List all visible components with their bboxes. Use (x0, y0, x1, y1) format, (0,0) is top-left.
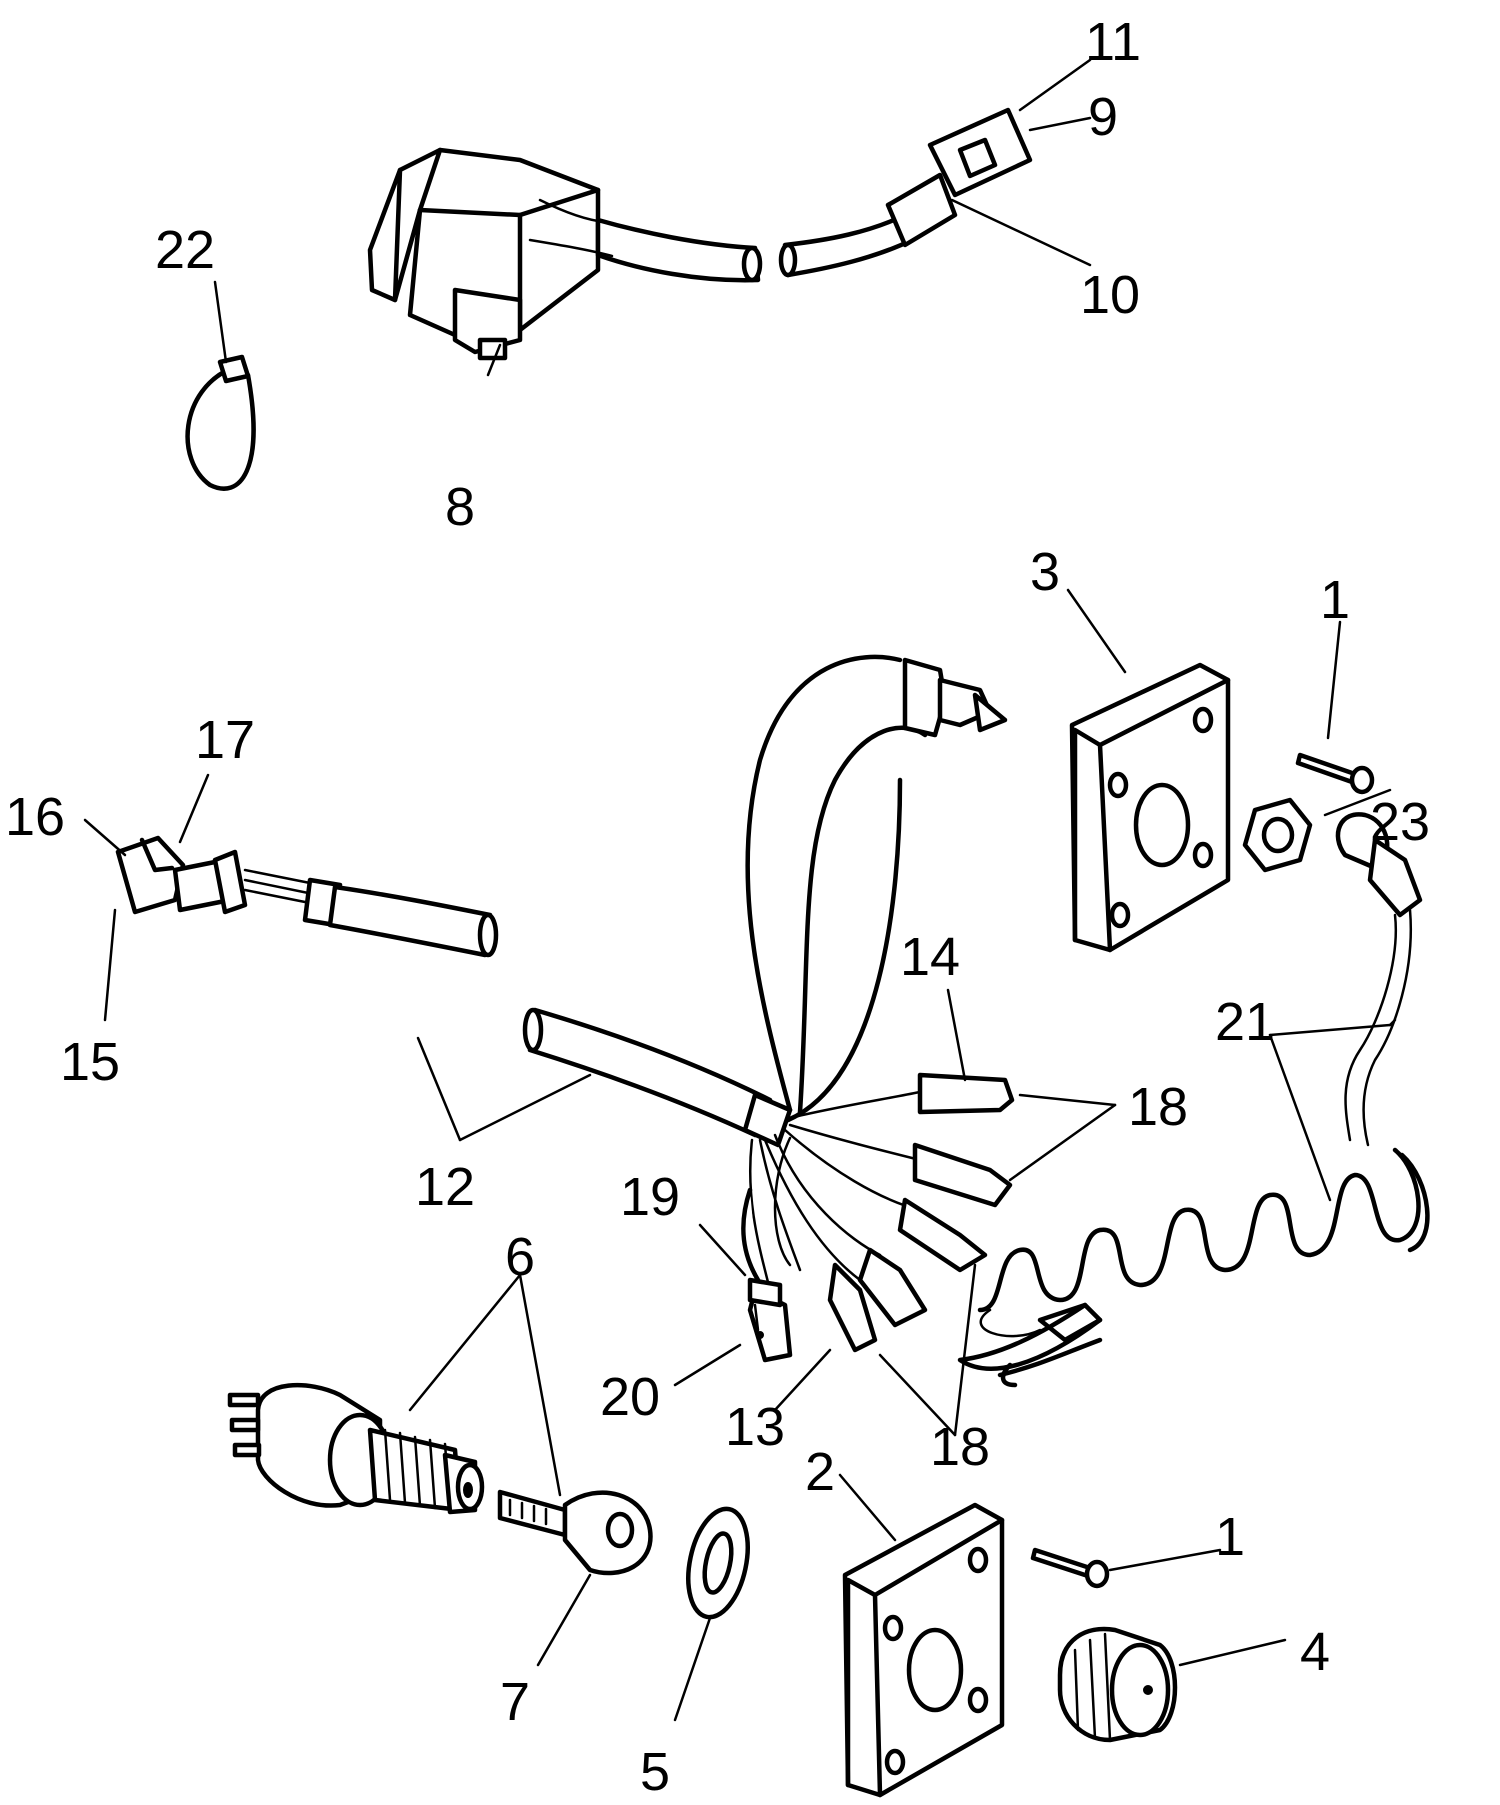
part-21-lanyard (957, 812, 1430, 1388)
callout-12: 12 (415, 1157, 475, 1217)
part-22-cable-tie (185, 354, 256, 491)
callout-17: 17 (195, 710, 255, 770)
callout-15: 15 (60, 1032, 120, 1092)
callout-22: 22 (155, 220, 215, 280)
callout-4: 4 (1300, 1622, 1330, 1682)
callout-18-upper: 18 (1128, 1077, 1188, 1137)
part-1-screw-upper (1295, 752, 1375, 795)
part-8-switch-module (367, 107, 1033, 361)
callout-11: 11 (1085, 12, 1141, 72)
callout-2: 2 (805, 1442, 835, 1502)
callout-18-lower: 18 (930, 1417, 990, 1477)
callout-1-upper: 1 (1320, 570, 1350, 630)
part-6-ignition-switch (227, 1383, 485, 1515)
callout-20: 20 (600, 1367, 660, 1427)
part-5-washer (686, 1506, 750, 1620)
callout-13: 13 (725, 1397, 785, 1457)
callout-1-lower: 1 (1215, 1507, 1245, 1567)
part-1-screw-lower (1030, 1547, 1110, 1589)
callout-21: 21 (1215, 992, 1275, 1052)
callout-7: 7 (500, 1672, 530, 1732)
callout-19: 19 (620, 1167, 680, 1227)
part-4-cap-nut (1057, 1626, 1178, 1743)
callout-9: 9 (1088, 87, 1118, 147)
leader-lines (83, 58, 1397, 1722)
callout-8: 8 (445, 477, 475, 537)
part-7-key (497, 1489, 653, 1576)
callout-5: 5 (640, 1742, 670, 1802)
callout-6: 6 (505, 1227, 535, 1287)
callout-14: 14 (900, 927, 960, 987)
callout-3: 3 (1030, 542, 1060, 602)
part-3-upper-plate (1069, 662, 1231, 953)
part-12-harness (115, 654, 1015, 1363)
part-2-lower-plate (842, 1502, 1005, 1798)
part-23-nut (1242, 797, 1313, 873)
callout-16: 16 (5, 787, 65, 847)
callout-10: 10 (1080, 265, 1140, 325)
callout-labels: 22 8 11 9 10 3 1 17 16 15 23 14 21 18 12… (5, 12, 1430, 1802)
callout-23: 23 (1370, 792, 1430, 852)
